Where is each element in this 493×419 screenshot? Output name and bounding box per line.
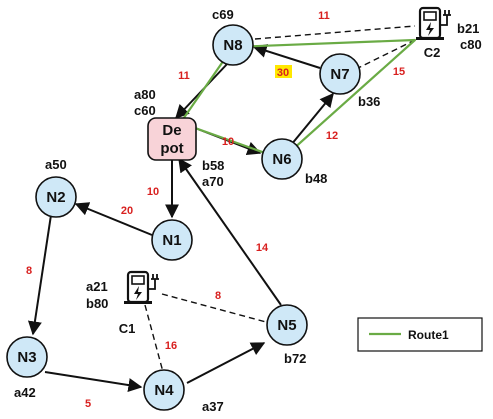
nodes-n3: N3 xyxy=(17,349,36,366)
edge-n8-c2 xyxy=(254,25,416,40)
legend: Route1 xyxy=(357,317,483,352)
weight-depot-n1: 10 xyxy=(147,186,159,198)
annot-depot-c: c60 xyxy=(134,103,156,118)
weight-n5-depot: 14 xyxy=(256,242,269,254)
annot-n7: b36 xyxy=(358,94,380,109)
weight-c1-n4: 16 xyxy=(165,340,177,352)
route1-path xyxy=(171,38,417,161)
weight-n3-n4: 5 xyxy=(85,398,91,410)
annot-depot-a: a80 xyxy=(134,87,156,102)
c1-annot-b: b80 xyxy=(86,296,108,311)
weight-n1-n2: 20 xyxy=(121,205,133,217)
node-n3: N3 xyxy=(6,336,48,378)
weight-n8-c2: 11 xyxy=(318,10,330,22)
nodes-depot-line2: pot xyxy=(160,140,183,157)
c1-annot-a: a21 xyxy=(86,279,108,294)
nodes-n7: N7 xyxy=(330,66,349,83)
node-n7: N7 xyxy=(319,53,361,95)
nodes-n1: N1 xyxy=(162,232,181,249)
weight-n8-depot: 11 xyxy=(178,70,190,82)
annot-n8: c69 xyxy=(212,7,234,22)
node-n6: N6 xyxy=(261,138,303,180)
annot-n4: a37 xyxy=(202,399,224,414)
annot-n6-b: b58 xyxy=(202,158,224,173)
charging-station-icon xyxy=(416,6,451,40)
edge-n6-n7 xyxy=(290,92,334,146)
nodes-n5: N5 xyxy=(277,317,296,334)
nodes-n8: N8 xyxy=(223,37,242,54)
node-n1: N1 xyxy=(151,219,193,261)
edge-n3-n4 xyxy=(44,371,143,392)
weight-highlight xyxy=(275,65,292,78)
weight-n7-n8: 30 xyxy=(277,67,289,79)
weight-depot-n6: 10 xyxy=(222,136,234,148)
edge-n4-n5 xyxy=(186,342,266,384)
weight-n2-n3: 8 xyxy=(26,265,32,277)
edge-c1-n5 xyxy=(161,293,267,323)
c2-annot-b: b21 xyxy=(457,21,479,36)
nodes-n4: N4 xyxy=(154,382,174,399)
node-n4: N4 xyxy=(143,369,185,411)
annot-n5: b72 xyxy=(284,351,306,366)
edge-c2-n7 xyxy=(353,39,416,71)
edge-n5-depot xyxy=(178,157,282,306)
edge-n1-n2 xyxy=(74,202,153,236)
nodes-n6: N6 xyxy=(272,151,291,168)
nodes-depot-line1: De xyxy=(162,122,181,139)
edge-c1-n4 xyxy=(144,304,164,373)
c2-label: C2 xyxy=(424,45,441,60)
annot-n3: a42 xyxy=(14,385,36,400)
charging-station-icon xyxy=(124,270,159,304)
weight-c1-n5: 8 xyxy=(215,290,221,302)
annot-n6-a: a70 xyxy=(202,174,224,189)
c1-label: C1 xyxy=(119,321,136,336)
c2-annot-c: c80 xyxy=(460,37,482,52)
edge-n7-n8 xyxy=(252,44,321,69)
charging-station-c2: C2 b21 c80 xyxy=(416,6,482,60)
weight-c2-n7: 15 xyxy=(393,66,405,78)
weight-n6-n7: 12 xyxy=(326,130,338,142)
node-n2: N2 xyxy=(35,176,77,218)
charging-station-c1: C1 a21 b80 xyxy=(86,270,159,336)
node-n8: N8 xyxy=(212,24,254,66)
annot-n2: a50 xyxy=(45,157,67,172)
depot-node: De pot xyxy=(147,117,197,161)
legend-route1-label: Route1 xyxy=(408,328,449,342)
annot-n6-right: b48 xyxy=(305,171,327,186)
node-n5: N5 xyxy=(266,304,308,346)
nodes-n2: N2 xyxy=(46,189,65,206)
edge-n2-n3 xyxy=(27,214,52,336)
